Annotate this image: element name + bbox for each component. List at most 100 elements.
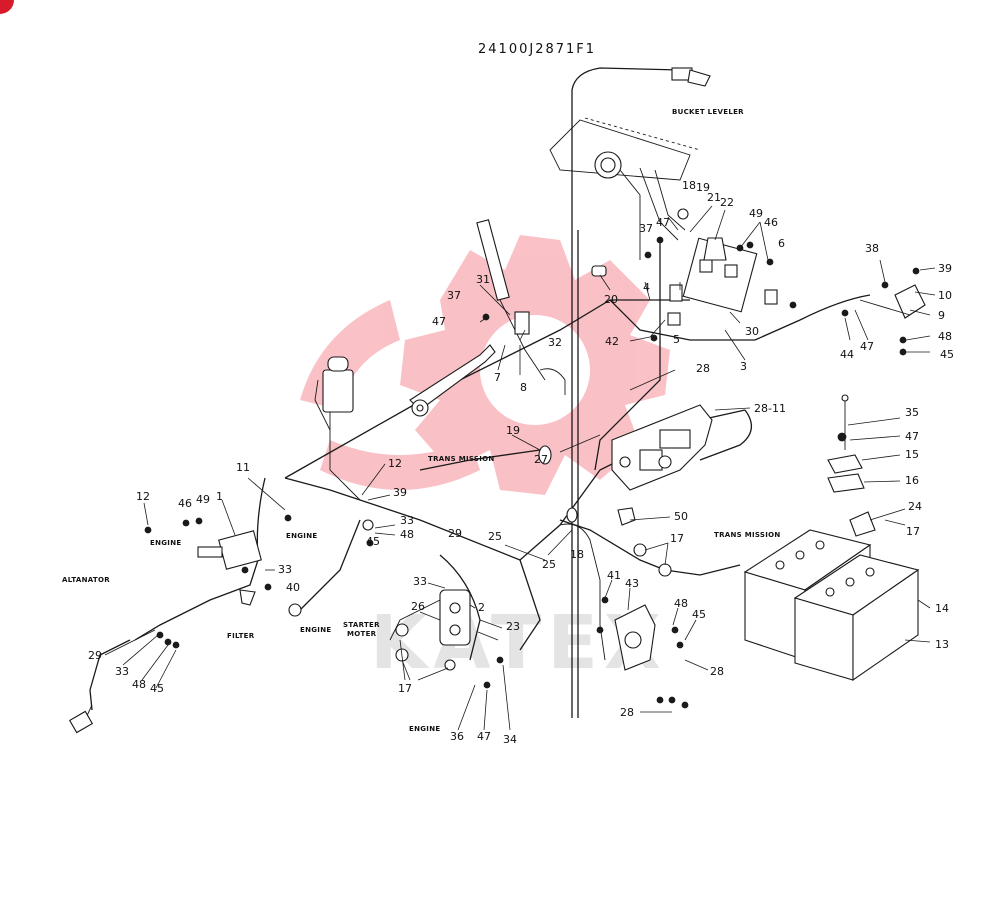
part-number: 7 (494, 371, 501, 384)
part-number: 25 (542, 558, 556, 571)
part-number: 42 (605, 335, 619, 348)
label-starter: STARTER (343, 621, 380, 629)
battery-switch (827, 394, 865, 493)
part-number: 18 (682, 179, 696, 192)
part-number: 12 (136, 490, 150, 503)
instrument-panel (549, 117, 778, 326)
part-number: 15 (905, 448, 919, 461)
part-number: 19 (696, 181, 710, 194)
part-number: 27 (534, 453, 548, 466)
part-number: 33 (413, 575, 427, 588)
leader-lines (104, 205, 936, 731)
label-engine-2: ENGINE (286, 532, 317, 540)
part-number: 12 (388, 457, 402, 470)
part-number: 46 (764, 216, 778, 229)
part-number: 2 (478, 601, 485, 614)
part-number: 17 (670, 532, 684, 545)
part-number: 33 (400, 514, 414, 527)
battery-right (793, 511, 920, 682)
part-number: 45 (150, 682, 164, 695)
part-number: 47 (477, 730, 491, 743)
part-number: 32 (548, 336, 562, 349)
part-number: 47 (432, 315, 446, 328)
label-engine-3: ENGINE (300, 626, 331, 634)
svg-text:KATEX: KATEX (370, 600, 667, 686)
label-engine-1: ENGINE (150, 539, 181, 547)
engine-temp-sensor (288, 519, 374, 617)
main-harness (89, 67, 871, 718)
part-number: 36 (450, 730, 464, 743)
part-number: 34 (503, 733, 517, 746)
small-hardware (144, 236, 920, 704)
part-number: 8 (520, 381, 527, 394)
part-number: 47 (656, 216, 670, 229)
part-number: 45 (940, 348, 954, 361)
part-number: 47 (905, 430, 919, 443)
part-number: 25 (488, 530, 502, 543)
part-number: 29 (88, 649, 102, 662)
part-number: 29 (448, 527, 462, 540)
part-number: 46 (178, 497, 192, 510)
part-number: 23 (506, 620, 520, 633)
control-valve (611, 404, 713, 491)
part-number: 48 (132, 678, 146, 691)
part-number: 49 (749, 207, 763, 220)
label-filter: FILTER (227, 632, 255, 640)
part-number: 31 (476, 273, 490, 286)
part-number: 14 (935, 602, 949, 615)
relay-box (596, 596, 689, 709)
grommet-19 (538, 445, 552, 465)
part-number: 11 (236, 461, 250, 474)
part-number: 30 (745, 325, 759, 338)
part-number: 49 (196, 493, 210, 506)
part-number: 39 (938, 262, 952, 275)
part-number: 17 (906, 525, 920, 538)
part-number: 40 (286, 581, 300, 594)
part-number: 35 (905, 406, 919, 419)
part-numbers: 1 2 3 4 5 6 7 8 9 10 11 12 12 13 14 15 1… (88, 179, 954, 746)
part-number: 6 (778, 237, 785, 250)
part-number: 17 (398, 682, 412, 695)
part-number: 47 (860, 340, 874, 353)
sensor (617, 507, 672, 577)
label-altanator: ALTANATOR (62, 576, 110, 584)
part-number: 1 (216, 490, 223, 503)
bucket-leveler-switch (671, 67, 711, 87)
label-engine-4: ENGINE (409, 725, 440, 733)
label-trans-mission-1: TRANS MISSION (428, 455, 495, 463)
watermark-text: KATEX (370, 600, 667, 686)
part-number: 50 (674, 510, 688, 523)
part-number: 45 (692, 608, 706, 621)
part-number: 41 (607, 569, 621, 582)
part-number: 4 (643, 281, 650, 294)
part-number: 16 (905, 474, 919, 487)
part-number: 28 (620, 706, 634, 719)
lift-arm (409, 344, 496, 417)
part-number: 33 (278, 563, 292, 576)
fuel-sender (68, 704, 94, 734)
reservoir (314, 356, 354, 431)
alternator-connector (197, 530, 262, 606)
diagram-title: 24100J2871F1 (478, 42, 596, 57)
label-trans-mission-2: TRANS MISSION (714, 531, 781, 539)
grommet-18 (566, 507, 578, 523)
part-number: 26 (411, 600, 425, 613)
part-number: 3 (740, 360, 747, 373)
part-number: 28-11 (754, 402, 786, 415)
part-number: 10 (938, 289, 952, 302)
part-number: 9 (938, 309, 945, 322)
component-labels: BUCKET LEVELER TRANS MISSION TRANS MISSI… (62, 108, 781, 733)
part-number: 37 (639, 222, 653, 235)
part-number: 45 (366, 535, 380, 548)
part-number: 28 (710, 665, 724, 678)
part-number: 5 (673, 333, 680, 346)
part-number: 38 (865, 242, 879, 255)
part-number: 28 (696, 362, 710, 375)
part-number: 20 (604, 293, 618, 306)
part-number: 13 (935, 638, 949, 651)
part-number: 44 (840, 348, 854, 361)
label-bucket-leveler: BUCKET LEVELER (672, 108, 744, 116)
part-number: 48 (400, 528, 414, 541)
part-number: 21 (707, 191, 721, 204)
